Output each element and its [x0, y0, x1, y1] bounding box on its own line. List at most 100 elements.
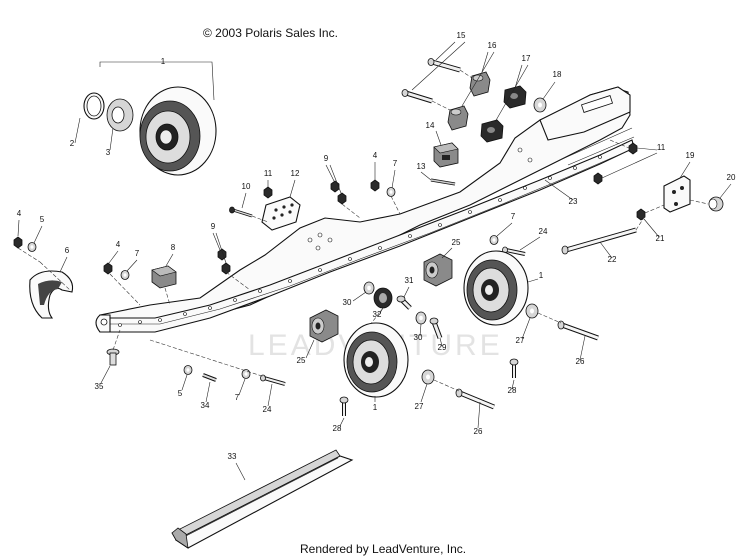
callout-c14: 14 [426, 121, 435, 130]
callout-c3: 3 [106, 148, 111, 157]
callout-c5a: 5 [40, 215, 45, 224]
callout-c29: 29 [438, 343, 447, 352]
callout-c2: 2 [70, 139, 75, 148]
roller-32[interactable] [373, 287, 393, 309]
nut-4-mid[interactable] [103, 262, 113, 275]
callout-c11b: 11 [657, 143, 666, 152]
callout-c27a: 27 [516, 336, 525, 345]
callout-c25b: 25 [297, 356, 306, 365]
washer-27-right[interactable] [525, 303, 539, 319]
bogie-arm-25-right[interactable] [423, 253, 453, 287]
washer-7-right[interactable] [489, 235, 499, 245]
callout-c30a: 30 [343, 298, 352, 307]
spacer-34[interactable] [202, 373, 217, 382]
callout-c4a: 4 [17, 209, 22, 218]
callout-c9b: 9 [324, 154, 329, 163]
pin-13[interactable] [430, 178, 456, 186]
callout-c7c: 7 [511, 212, 516, 221]
slide-33[interactable] [171, 449, 354, 549]
nut-4-left[interactable] [13, 236, 23, 249]
callout-c22: 22 [608, 255, 617, 264]
callout-c26b: 26 [474, 427, 483, 436]
callout-c4b: 4 [116, 240, 121, 249]
callout-c12: 12 [291, 169, 300, 178]
callout-c26a: 26 [576, 357, 585, 366]
axle-bolt-26-lower[interactable] [455, 388, 495, 410]
axle-22[interactable] [561, 227, 637, 255]
nut-21[interactable] [636, 208, 646, 221]
nut-9-center[interactable] [330, 180, 347, 205]
nut-11-center[interactable] [263, 186, 273, 199]
nut-9-left[interactable] [217, 248, 231, 275]
copyright-caption: © 2003 Polaris Sales Inc. [203, 26, 338, 40]
bolt-24-lower[interactable] [260, 374, 286, 386]
callout-c10: 10 [242, 182, 251, 191]
wheel-1-right[interactable] [463, 250, 529, 326]
callout-c7a: 7 [135, 249, 140, 258]
callout-c19: 19 [686, 151, 695, 160]
callout-c24b: 24 [263, 405, 272, 414]
callout-c1a: 1 [161, 57, 166, 66]
callout-c7d: 7 [235, 393, 240, 402]
washer-30-left[interactable] [363, 281, 375, 295]
bogie-arm-25-left[interactable] [309, 309, 339, 343]
cap-20[interactable] [708, 196, 724, 212]
callout-c28b: 28 [333, 424, 342, 433]
nut-4-center[interactable] [370, 179, 380, 192]
callout-c28a: 28 [508, 386, 517, 395]
bracket-1 [99, 61, 215, 101]
washer-30-right[interactable] [415, 311, 427, 325]
callout-c11a: 11 [264, 169, 273, 178]
callout-c4c: 4 [373, 151, 378, 160]
callout-c30b: 30 [414, 333, 423, 342]
bolt-31[interactable] [396, 295, 412, 310]
spacer-block-8[interactable] [151, 265, 177, 289]
callout-c21: 21 [656, 234, 665, 243]
bolt-28-right[interactable] [509, 358, 519, 378]
bushing-16-upper[interactable] [469, 71, 491, 97]
callout-c6: 6 [65, 246, 70, 255]
callout-c24a: 24 [539, 227, 548, 236]
bushing-16-lower[interactable] [447, 105, 469, 131]
bolt-35[interactable] [106, 348, 120, 366]
callout-c23: 23 [569, 197, 578, 206]
axle-bolt-26-right[interactable] [557, 320, 599, 341]
rendered-by-caption: Rendered by LeadVenture, Inc. [300, 542, 466, 556]
washer-18[interactable] [533, 97, 547, 113]
slide-rail-23[interactable] [95, 86, 635, 333]
callout-c8: 8 [171, 243, 176, 252]
callout-c34: 34 [201, 401, 210, 410]
callout-c1c: 1 [373, 403, 378, 412]
callout-c33: 33 [228, 452, 237, 461]
callout-c15: 15 [457, 31, 466, 40]
washer-7-lower[interactable] [241, 369, 251, 379]
washer-27-lower[interactable] [421, 369, 435, 385]
callout-c16: 16 [488, 41, 497, 50]
washer-5-left[interactable] [27, 242, 37, 252]
callout-c13: 13 [417, 162, 426, 171]
bolt-15-lower[interactable] [401, 89, 433, 104]
washer-5-lower[interactable] [183, 365, 193, 375]
bracket-19[interactable] [663, 175, 691, 213]
callout-c35: 35 [95, 382, 104, 391]
bolt-10[interactable] [229, 206, 253, 218]
bumper-6[interactable] [29, 270, 74, 319]
washer-7-mid[interactable] [120, 270, 130, 280]
bolt-28-lower[interactable] [339, 396, 349, 416]
cap-17-upper[interactable] [503, 85, 527, 109]
washer-7-center[interactable] [386, 187, 396, 197]
bolt-29[interactable] [429, 317, 443, 339]
callout-c18: 18 [553, 70, 562, 79]
callout-c17: 17 [522, 54, 531, 63]
bolt-15-upper[interactable] [427, 58, 461, 73]
nut-11-rear[interactable] [593, 142, 638, 185]
callout-c9a: 9 [211, 222, 216, 231]
callout-c1b: 1 [539, 271, 544, 280]
block-14[interactable] [433, 142, 459, 168]
cap-17-lower[interactable] [480, 119, 504, 143]
plate-12[interactable] [261, 196, 301, 231]
wheel-assembly-top-left[interactable] [74, 61, 217, 176]
wheel-1-lower[interactable] [343, 322, 409, 398]
